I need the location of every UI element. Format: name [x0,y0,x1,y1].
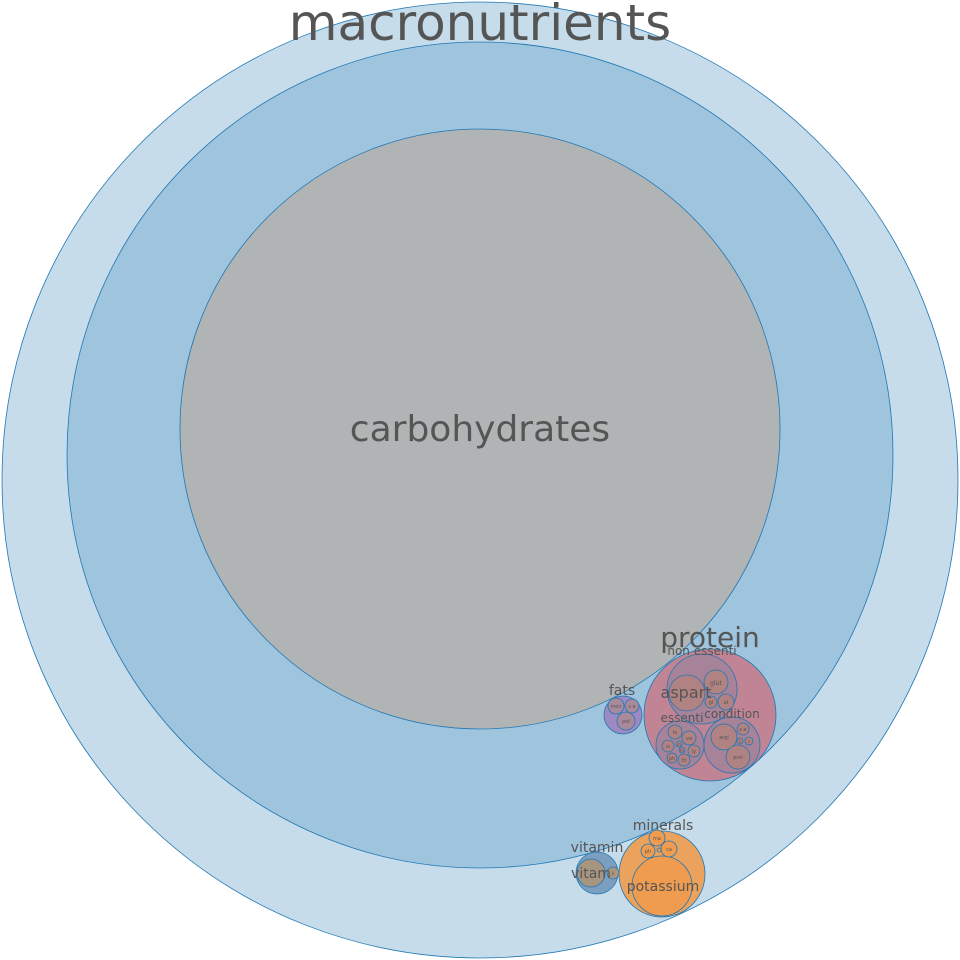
label-saturated: s a [628,704,635,710]
label-threonine: th [681,758,686,764]
circle-aspartic[interactable] [668,674,706,712]
circle-arginine[interactable] [710,723,738,751]
circle-tyrosine[interactable] [736,737,744,745]
label-polyunsaturated: pol [622,719,630,725]
circle-methionine[interactable] [675,740,683,748]
label-leucine: le [673,730,677,736]
label-conditional: condition [704,707,759,721]
circle-serine[interactable] [736,722,750,736]
label-protein: protein [660,621,760,654]
label-vitamin-main: vitam [571,866,611,882]
label-root: macronutrients [289,0,671,52]
circle-saturated[interactable] [624,698,640,714]
circle-valine[interactable] [681,730,697,746]
label-glutamic: glut [710,680,722,687]
label-essential: essenti [661,711,704,725]
circle-carbohydrates[interactable] [179,128,781,730]
label-aspartic: aspart [661,683,712,702]
circle-alanine[interactable] [717,693,735,711]
label-vitamins: vitamin [571,840,624,856]
label-calcium: ca [666,847,672,853]
label-tyrosine: t [739,739,741,744]
label-glycine: gl [709,700,714,706]
circle-phosphorus[interactable] [640,843,656,859]
label-phosphorus: ph [645,849,651,855]
label-valine: va [686,736,692,742]
circle-threonine[interactable] [677,753,691,767]
circle-vitamin-main[interactable] [576,858,606,888]
label-serine: s e [739,727,746,733]
circle-mineral-tiny[interactable] [656,847,662,853]
label-phenylalanine: ph [669,756,675,762]
label-potassium: potassium [627,879,700,895]
circle-potassium[interactable] [631,855,693,917]
circle-cystine[interactable] [744,736,754,746]
label-threonine-small: th [680,748,685,753]
circle-lysine[interactable] [687,744,701,758]
label-cystine: c [748,739,750,744]
label-lysine: ly [692,749,696,755]
label-monounsaturated: mon [610,704,621,710]
label-alanine: al [724,700,728,706]
circle-isoleucine[interactable] [661,739,675,753]
circle-glycine[interactable] [704,695,718,709]
circle-threonine-small[interactable] [678,746,686,754]
label-methionine: m [677,742,681,747]
circle-glutamic[interactable] [703,669,729,695]
circle-monounsaturated[interactable] [607,697,625,715]
label-arginine: argi [719,735,729,741]
circle-phenylalanine[interactable] [666,752,678,764]
label-fats: fats [609,683,635,699]
circle-proline[interactable] [725,744,751,770]
label-minerals: minerals [633,818,694,834]
circle-polyunsaturated[interactable] [616,711,636,731]
label-non-essential: non essenti [667,644,736,658]
circle-vitamin-small[interactable] [606,866,620,880]
circle-leucine[interactable] [667,724,683,740]
label-isoleucine: is [666,744,670,750]
label-magnesium: ma [653,836,661,842]
label-carbohydrates: carbohydrates [350,409,610,450]
label-vitamin-small: o [612,871,615,876]
label-proline: prol [733,755,743,761]
circle-magnesium[interactable] [648,829,666,847]
